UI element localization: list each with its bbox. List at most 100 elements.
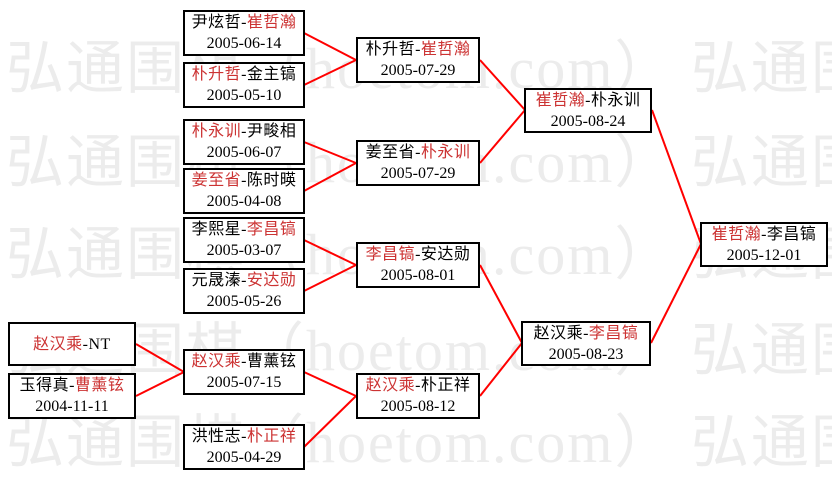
match-players: 朴永训-尹畯相 — [191, 123, 297, 140]
player-name: 曹薰铉 — [246, 353, 297, 370]
match-players: 姜至省-陈时暎 — [191, 172, 297, 189]
connector-line — [303, 162, 357, 192]
match-players: 赵汉乘-李昌镐 — [533, 324, 639, 342]
match-date: 2005-08-24 — [550, 112, 626, 130]
match-date: 2005-05-10 — [206, 87, 282, 104]
connector-line — [303, 395, 357, 448]
match-date: 2005-08-12 — [380, 398, 456, 415]
match-players: 赵汉乘-朴正祥 — [365, 377, 471, 394]
match-date: 2005-06-07 — [206, 144, 282, 161]
match-box-r1-okdeukjin-chohoonhyun: 玉得真-曹薰铉 2004-11-11 — [8, 373, 136, 419]
winner-name: 崔哲瀚 — [246, 14, 297, 31]
match-players: 尹炫哲-崔哲瀚 — [191, 14, 297, 31]
winner-name: 朴正祥 — [246, 428, 297, 445]
winner-name: 崔哲瀚 — [535, 91, 586, 109]
player-name: 玉得真 — [19, 377, 70, 394]
winner-name: 曹薰铉 — [74, 377, 125, 394]
winner-name: 赵汉乘 — [365, 377, 416, 394]
connector-line — [479, 59, 526, 111]
player-name: 姜至省 — [365, 144, 416, 161]
winner-name: 崔哲瀚 — [420, 41, 471, 58]
match-box-r2-parkyeonghun-yunjunsang: 朴永训-尹畯相 2005-06-07 — [183, 119, 305, 165]
match-players: 朴升哲-崔哲瀚 — [365, 41, 471, 58]
winner-name: 李昌镐 — [365, 246, 416, 263]
player-name: 朴永训 — [590, 91, 641, 109]
match-box-qf-kangjiseong-parkyeonghun: 姜至省-朴永训 2005-07-29 — [356, 140, 480, 186]
match-date: 2004-11-11 — [35, 398, 109, 415]
winner-name: 朴永训 — [420, 144, 471, 161]
player-name: 陈时暎 — [246, 172, 297, 189]
player-name: 朴正祥 — [420, 377, 471, 394]
connector-line — [479, 109, 526, 164]
match-box-r2-hongseongji-parkjeongsang: 洪性志-朴正祥 2005-04-29 — [183, 424, 305, 470]
player-name: 金主镐 — [246, 66, 297, 83]
winner-name: 安达勋 — [246, 272, 297, 289]
winner-name: 赵汉乘 — [191, 353, 242, 370]
match-box-r2-chohanseung-chohoonhyun: 赵汉乘-曹薰铉 2005-07-15 — [183, 349, 305, 395]
match-date: 2005-12-01 — [726, 246, 802, 264]
winner-name: 崔哲瀚 — [711, 225, 762, 243]
match-players: 赵汉乘-曹薰铉 — [191, 353, 297, 370]
winner-name: 朴升哲 — [191, 66, 242, 83]
match-box-qf-parkseungchul-choichulhan: 朴升哲-崔哲瀚 2005-07-29 — [356, 37, 480, 83]
match-players: 洪性志-朴正祥 — [191, 428, 297, 445]
connector-line — [135, 343, 185, 373]
connector-line — [650, 243, 702, 344]
match-box-sf-choichulhan-parkyeonghun: 崔哲瀚-朴永训 2005-08-24 — [524, 88, 652, 133]
match-box-r2-kangjiseong-chensiying: 姜至省-陈时暎 2005-04-08 — [183, 168, 305, 214]
match-players: 姜至省-朴永训 — [365, 144, 471, 161]
winner-name: 姜至省 — [191, 172, 242, 189]
match-box-qf-chohanseung-parkjeongsang: 赵汉乘-朴正祥 2005-08-12 — [356, 373, 480, 419]
connector-line — [135, 371, 185, 397]
connector-line — [479, 264, 523, 344]
match-box-final-choichulhan-leechangho: 崔哲瀚-李昌镐 2005-12-01 — [700, 222, 828, 267]
winner-name: 赵汉乘 — [33, 335, 83, 353]
match-box-qf-leechangho-andalhun: 李昌镐-安达勋 2005-08-01 — [356, 242, 480, 288]
match-box-r2-wonseongjin-andalhun: 元晟溱-安达勋 2005-05-26 — [183, 268, 305, 314]
match-date: 2005-06-14 — [206, 35, 282, 52]
match-players: 李昌镐-安达勋 — [365, 246, 471, 263]
connector-line — [479, 342, 523, 397]
match-box-sf-chohanseung-leechangho: 赵汉乘-李昌镐 2005-08-23 — [521, 321, 651, 366]
connector-line — [303, 371, 357, 397]
match-players: 崔哲瀚-朴永训 — [535, 91, 641, 109]
match-players: 崔哲瀚-李昌镐 — [711, 225, 817, 243]
match-players: 李熙星-李昌镐 — [191, 221, 297, 238]
player-name: 洪性志 — [191, 428, 242, 445]
winner-name: 李昌镐 — [246, 221, 297, 238]
player-name: NT — [88, 335, 111, 353]
player-name: 李昌镐 — [766, 225, 817, 243]
connector-line — [303, 141, 357, 164]
player-name: 朴升哲 — [365, 41, 416, 58]
match-players: 朴升哲-金主镐 — [191, 66, 297, 83]
player-name: 李熙星 — [191, 221, 242, 238]
winner-name: 朴永训 — [191, 123, 242, 140]
winner-name: 李昌镐 — [588, 324, 639, 342]
match-date: 2005-04-08 — [206, 193, 282, 210]
player-name: 尹炫哲 — [191, 14, 242, 31]
player-name: 赵汉乘 — [533, 324, 584, 342]
match-players: 元晟溱-安达勋 — [191, 272, 297, 289]
player-name: 安达勋 — [420, 246, 471, 263]
match-date: 2005-03-07 — [206, 242, 282, 259]
match-date: 2005-04-29 — [206, 449, 282, 466]
connector-line — [303, 239, 357, 266]
match-date: 2005-08-23 — [548, 345, 624, 363]
match-box-r2-leeheesung-leechangho: 李熙星-李昌镐 2005-03-07 — [183, 217, 305, 263]
connector-line — [303, 264, 357, 292]
player-name: 尹畯相 — [246, 123, 297, 140]
match-date: 2005-08-01 — [380, 267, 456, 284]
connector-line — [651, 109, 702, 245]
match-players: 玉得真-曹薰铉 — [19, 377, 125, 394]
match-box-r2-yunhyunchul-choichulhan: 尹炫哲-崔哲瀚 2005-06-14 — [183, 10, 305, 56]
match-date: 2005-07-29 — [380, 165, 456, 182]
match-date: 2005-07-29 — [380, 62, 456, 79]
match-box-r2-parkseungchul-kimjooho: 朴升哲-金主镐 2005-05-10 — [183, 62, 305, 108]
match-box-r1-chohanseung-nt: 赵汉乘-NT — [8, 322, 136, 366]
connector-line — [303, 32, 357, 61]
match-players: 赵汉乘-NT — [33, 335, 111, 353]
match-date: 2005-05-26 — [206, 293, 282, 310]
player-name: 元晟溱 — [191, 272, 242, 289]
